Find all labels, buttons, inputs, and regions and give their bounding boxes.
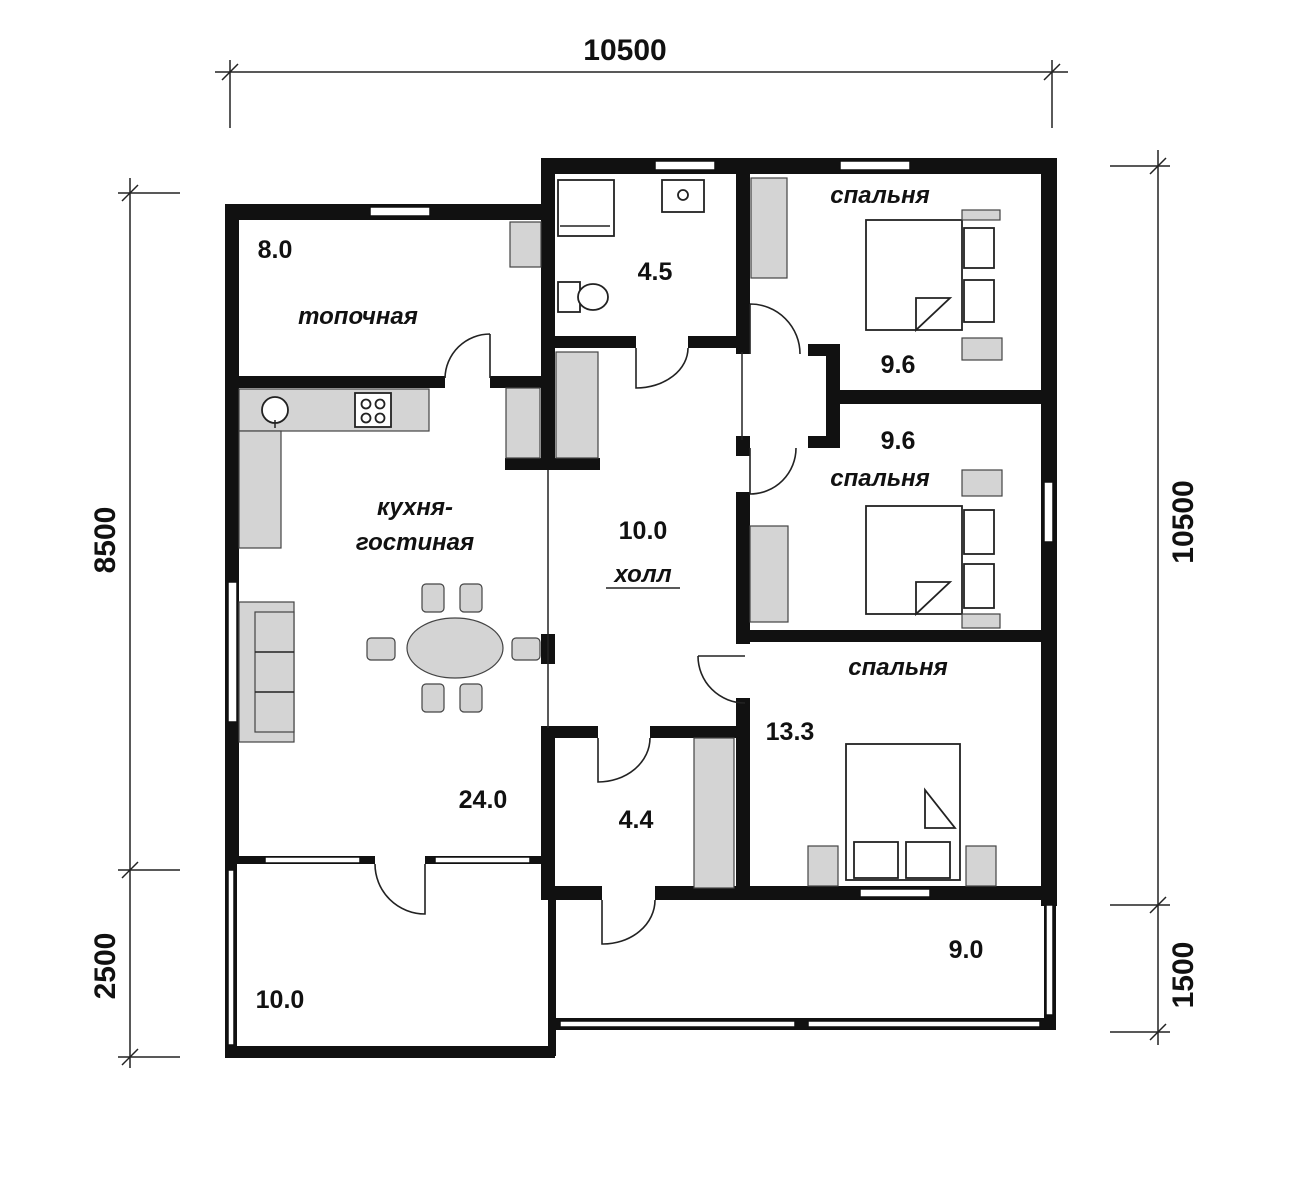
bathroom-area: 4.5 — [638, 258, 673, 286]
storage-area: 4.4 — [619, 806, 654, 834]
dimension-top: 10500 — [583, 34, 666, 67]
dimension-right-upper: 10500 — [1167, 480, 1200, 563]
doors — [374, 303, 801, 945]
bedroom1-name: спальня — [830, 182, 929, 209]
dimension-left-lower: 2500 — [89, 933, 122, 1000]
dimension-left-upper: 8500 — [89, 507, 122, 574]
hall-area: 10.0 — [619, 517, 668, 545]
bedroom3-area: 13.3 — [766, 718, 815, 746]
bedroom3-name: спальня — [848, 654, 947, 681]
kitchen-name-line1: кухня- — [377, 494, 453, 521]
windows — [227, 160, 1054, 1046]
boiler-room-name: топочная — [298, 303, 418, 330]
kitchen-name-line2: гостиная — [356, 529, 474, 556]
dimension-right-lower: 1500 — [1167, 942, 1200, 1009]
kitchen-area: 24.0 — [459, 786, 508, 814]
terrace-left-area: 10.0 — [256, 986, 305, 1014]
bedroom2-area: 9.6 — [881, 427, 916, 455]
dimension-lines — [118, 60, 1170, 1068]
terrace-right-area: 9.0 — [949, 936, 984, 964]
boiler-room-area: 8.0 — [258, 236, 293, 264]
furniture — [238, 177, 1003, 889]
bedroom1-area: 9.6 — [881, 351, 916, 379]
bedroom2-name: спальня — [830, 465, 929, 492]
hall-name: холл — [612, 561, 671, 588]
